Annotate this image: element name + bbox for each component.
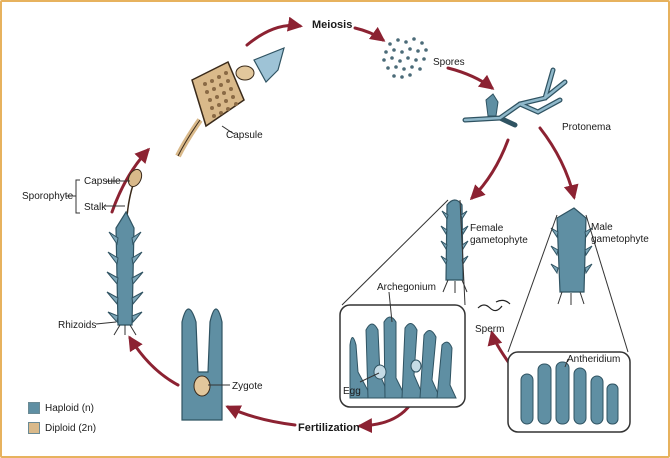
label-spores: Spores — [433, 57, 465, 68]
label-egg: Egg — [343, 386, 361, 397]
diploid-swatch — [28, 422, 40, 434]
zygote-structure — [181, 308, 223, 421]
label-female-line1: Female — [470, 223, 504, 234]
label-rhizoids: Rhizoids — [58, 320, 96, 331]
label-capsule-left: Capsule — [84, 176, 121, 187]
arrow-fertilization-to-zygote — [225, 405, 297, 427]
sporophyte-plant — [106, 168, 144, 336]
arrow-to-female — [469, 138, 510, 201]
arrow-sporophyte-to-capsule — [110, 147, 151, 214]
legend: Haploid (n) Diploid (2n) — [28, 398, 96, 438]
label-antheridium: Antheridium — [567, 354, 620, 365]
label-stalk: Stalk — [84, 202, 107, 213]
zoom-lines — [341, 199, 629, 353]
male-gametophyte — [550, 207, 593, 305]
open-capsule — [175, 46, 285, 158]
sperm-cells — [477, 299, 511, 312]
haploid-swatch — [28, 402, 40, 414]
label-zygote: Zygote — [232, 381, 263, 392]
sporophyte-bracket — [66, 125, 569, 386]
arrow-spores-to-protonema — [446, 66, 495, 90]
label-protonema: Protonema — [562, 122, 611, 133]
protonema-bud — [485, 93, 499, 117]
label-capsule-top: Capsule — [226, 130, 263, 141]
label-archegonium: Archegonium — [377, 282, 436, 293]
legend-diploid: Diploid (2n) — [28, 418, 96, 438]
label-sporophyte: Sporophyte — [22, 191, 74, 202]
legend-haploid: Haploid (n) — [28, 398, 96, 418]
arrow-to-male — [538, 126, 579, 200]
arrow-meiosis-to-spores — [353, 26, 386, 42]
arrow-capsule-to-meiosis — [245, 16, 303, 47]
arrow-zygote-to-sporophyte — [128, 335, 180, 387]
label-male-line2: gametophyte — [591, 234, 649, 245]
antheridium-box — [507, 351, 631, 433]
spores-cluster — [382, 37, 428, 79]
label-female-line2: gametophyte — [470, 235, 528, 246]
legend-diploid-label: Diploid (2n) — [45, 422, 97, 434]
label-sperm: Sperm — [475, 324, 504, 335]
label-male-line1: Male — [591, 222, 613, 233]
label-fertilization: Fertilization — [298, 422, 360, 434]
legend-haploid-label: Haploid (n) — [45, 402, 94, 414]
archegonium-box — [339, 304, 466, 408]
label-meiosis: Meiosis — [312, 19, 352, 31]
